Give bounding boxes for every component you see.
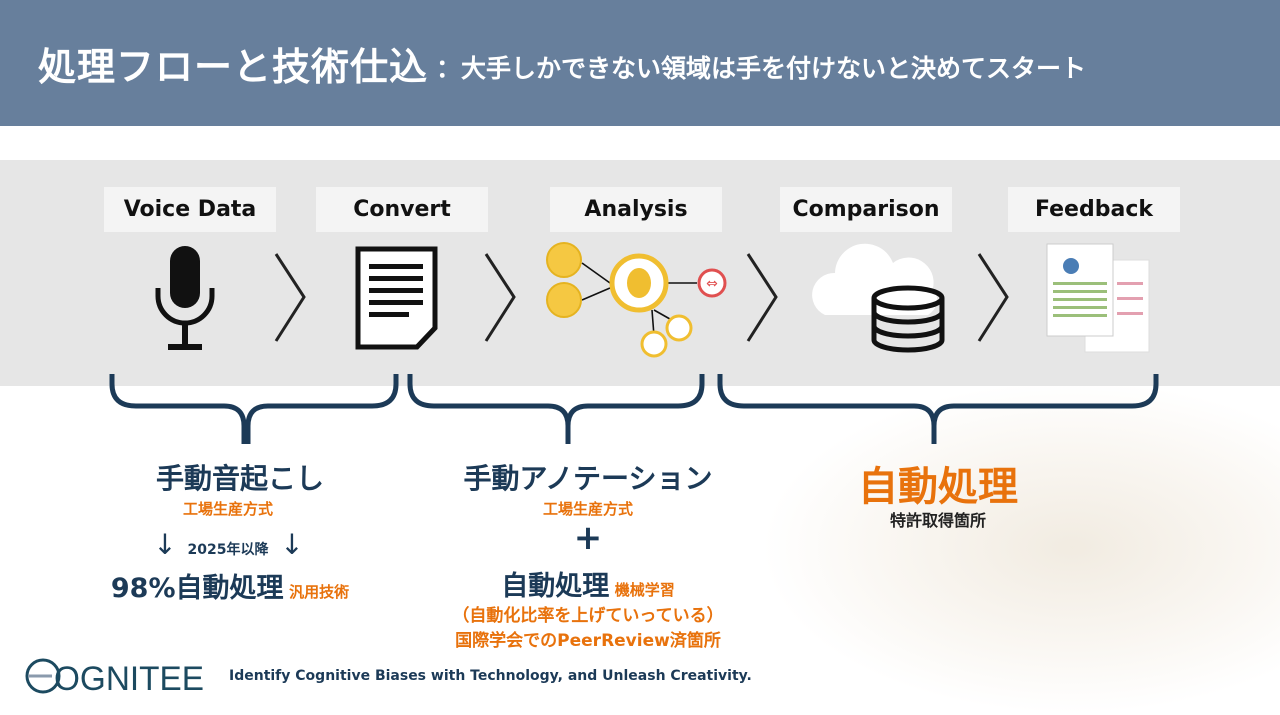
- right-group-title: 自動処理: [858, 464, 1018, 510]
- step-feedback: Feedback: [1008, 187, 1180, 232]
- middle-note-1: （自動化比率を上げていっている）: [452, 606, 724, 626]
- slide-title: 処理フローと技術仕込: [38, 44, 429, 89]
- middle-group-title: 手動アノテーション: [463, 462, 713, 495]
- background-illustration: [760, 380, 1280, 715]
- cloud-database-icon: [812, 243, 945, 353]
- svg-text:⇔: ⇔: [706, 276, 718, 292]
- chevron-right-icon: [977, 253, 1009, 342]
- bracket-left: [109, 374, 399, 444]
- left-group-sub: 工場生産方式: [182, 500, 274, 518]
- plus-sign: +: [573, 518, 603, 558]
- middle-group-sub: 工場生産方式: [542, 500, 634, 518]
- chevron-right-icon: [274, 253, 306, 342]
- slide-header: 処理フローと技術仕込 ：大手しかできない領域は手を付けないと決めてスタート: [0, 0, 1280, 126]
- footer-tagline: Identify Cognitive Biases with Technolog…: [229, 668, 752, 684]
- analysis-network-icon: ⇔: [546, 242, 727, 358]
- step-comparison: Comparison: [780, 187, 952, 232]
- microphone-icon: [155, 246, 215, 350]
- bracket-right: [717, 374, 1159, 444]
- middle-note-2: 国際学会でのPeerReview済箇所: [455, 631, 721, 651]
- middle-result-note: 機械学習: [614, 581, 675, 599]
- step-voice-data: Voice Data: [104, 187, 276, 232]
- report-pages-icon: [1046, 243, 1150, 353]
- step-convert: Convert: [316, 187, 488, 232]
- left-result-text: 98%自動処理: [110, 573, 284, 604]
- left-result-note: 汎用技術: [289, 583, 350, 601]
- arrow-down-icon: ↓: [153, 528, 177, 561]
- right-group-sub: 特許取得箇所: [889, 511, 987, 530]
- middle-group-result: 自動処理 機械学習: [501, 564, 675, 603]
- step-analysis: Analysis: [550, 187, 722, 232]
- left-group-result: 98%自動処理 汎用技術: [111, 566, 349, 605]
- bracket-middle: [407, 374, 705, 444]
- chevron-right-icon: [484, 253, 516, 342]
- left-group-year: 2025年以降: [187, 542, 269, 558]
- chevron-right-icon: [746, 253, 778, 342]
- svg-text:OGNITEE: OGNITEE: [54, 660, 204, 696]
- cognitee-logo: OGNITEE: [25, 658, 204, 696]
- document-icon: [355, 246, 438, 350]
- left-group-title: 手動音起こし: [155, 462, 325, 495]
- arrow-down-icon: ↓: [280, 528, 304, 561]
- slide-subtitle: ：大手しかできない領域は手を付けないと決めてスタート: [436, 54, 1087, 83]
- middle-result-text: 自動処理: [501, 571, 610, 602]
